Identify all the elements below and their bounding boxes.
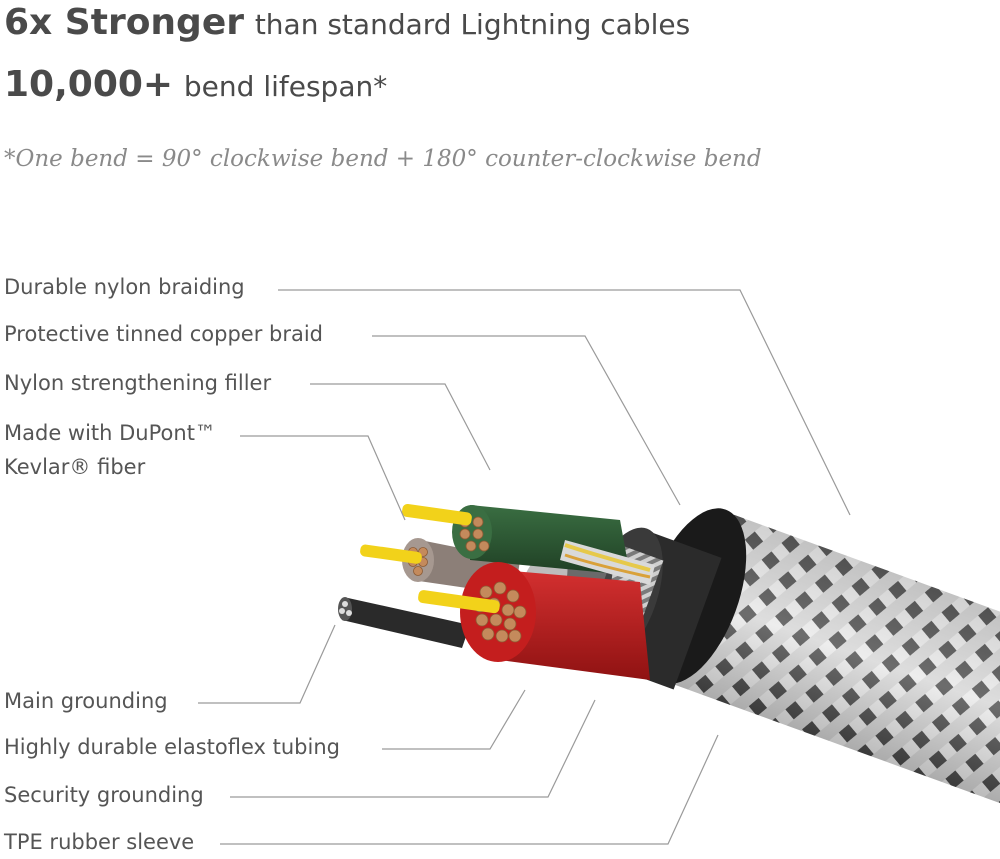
headline-strength-bold: 6x Stronger (4, 2, 244, 43)
label-main-grounding: Main grounding (4, 684, 174, 718)
headline-strength-rest: than standard Lightning cables (254, 8, 691, 41)
label-kevlar-line1: Made with DuPont™ (4, 416, 222, 450)
leader-security-grounding (230, 699, 596, 798)
bend-footnote: *One bend = 90° clockwise bend + 180° co… (4, 146, 762, 172)
leader-tpe-sleeve (220, 734, 719, 845)
leader-main-grounding (198, 624, 336, 704)
leader-nylon-filler (310, 383, 491, 471)
kevlar-fiber-bundle (560, 540, 655, 585)
label-elastoflex: Highly durable elastoflex tubing (4, 730, 346, 764)
leader-copper-braid (372, 335, 681, 506)
headline-lifespan: 10,000+ bend lifespan* (4, 64, 387, 105)
leader-elastoflex (382, 689, 526, 750)
headline-lifespan-rest: bend lifespan* (183, 70, 388, 103)
main-grounding-wire (338, 597, 470, 648)
label-tpe-sleeve: TPE rubber sleeve (4, 825, 201, 859)
leader-kevlar (240, 435, 406, 521)
leader-nylon-braiding (278, 289, 851, 516)
label-copper-braid: Protective tinned copper braid (4, 317, 329, 351)
label-security-grounding: Security grounding (4, 778, 210, 812)
label-kevlar-line2: Kevlar® fiber (4, 450, 152, 484)
headline-strength: 6x Stronger than standard Lightning cabl… (4, 2, 690, 43)
leader-lines (198, 289, 851, 845)
red-wire (418, 562, 650, 680)
label-nylon-filler: Nylon strengthening filler (4, 366, 278, 400)
label-nylon-braiding: Durable nylon braiding (4, 270, 251, 304)
headline-lifespan-bold: 10,000+ (4, 64, 174, 105)
